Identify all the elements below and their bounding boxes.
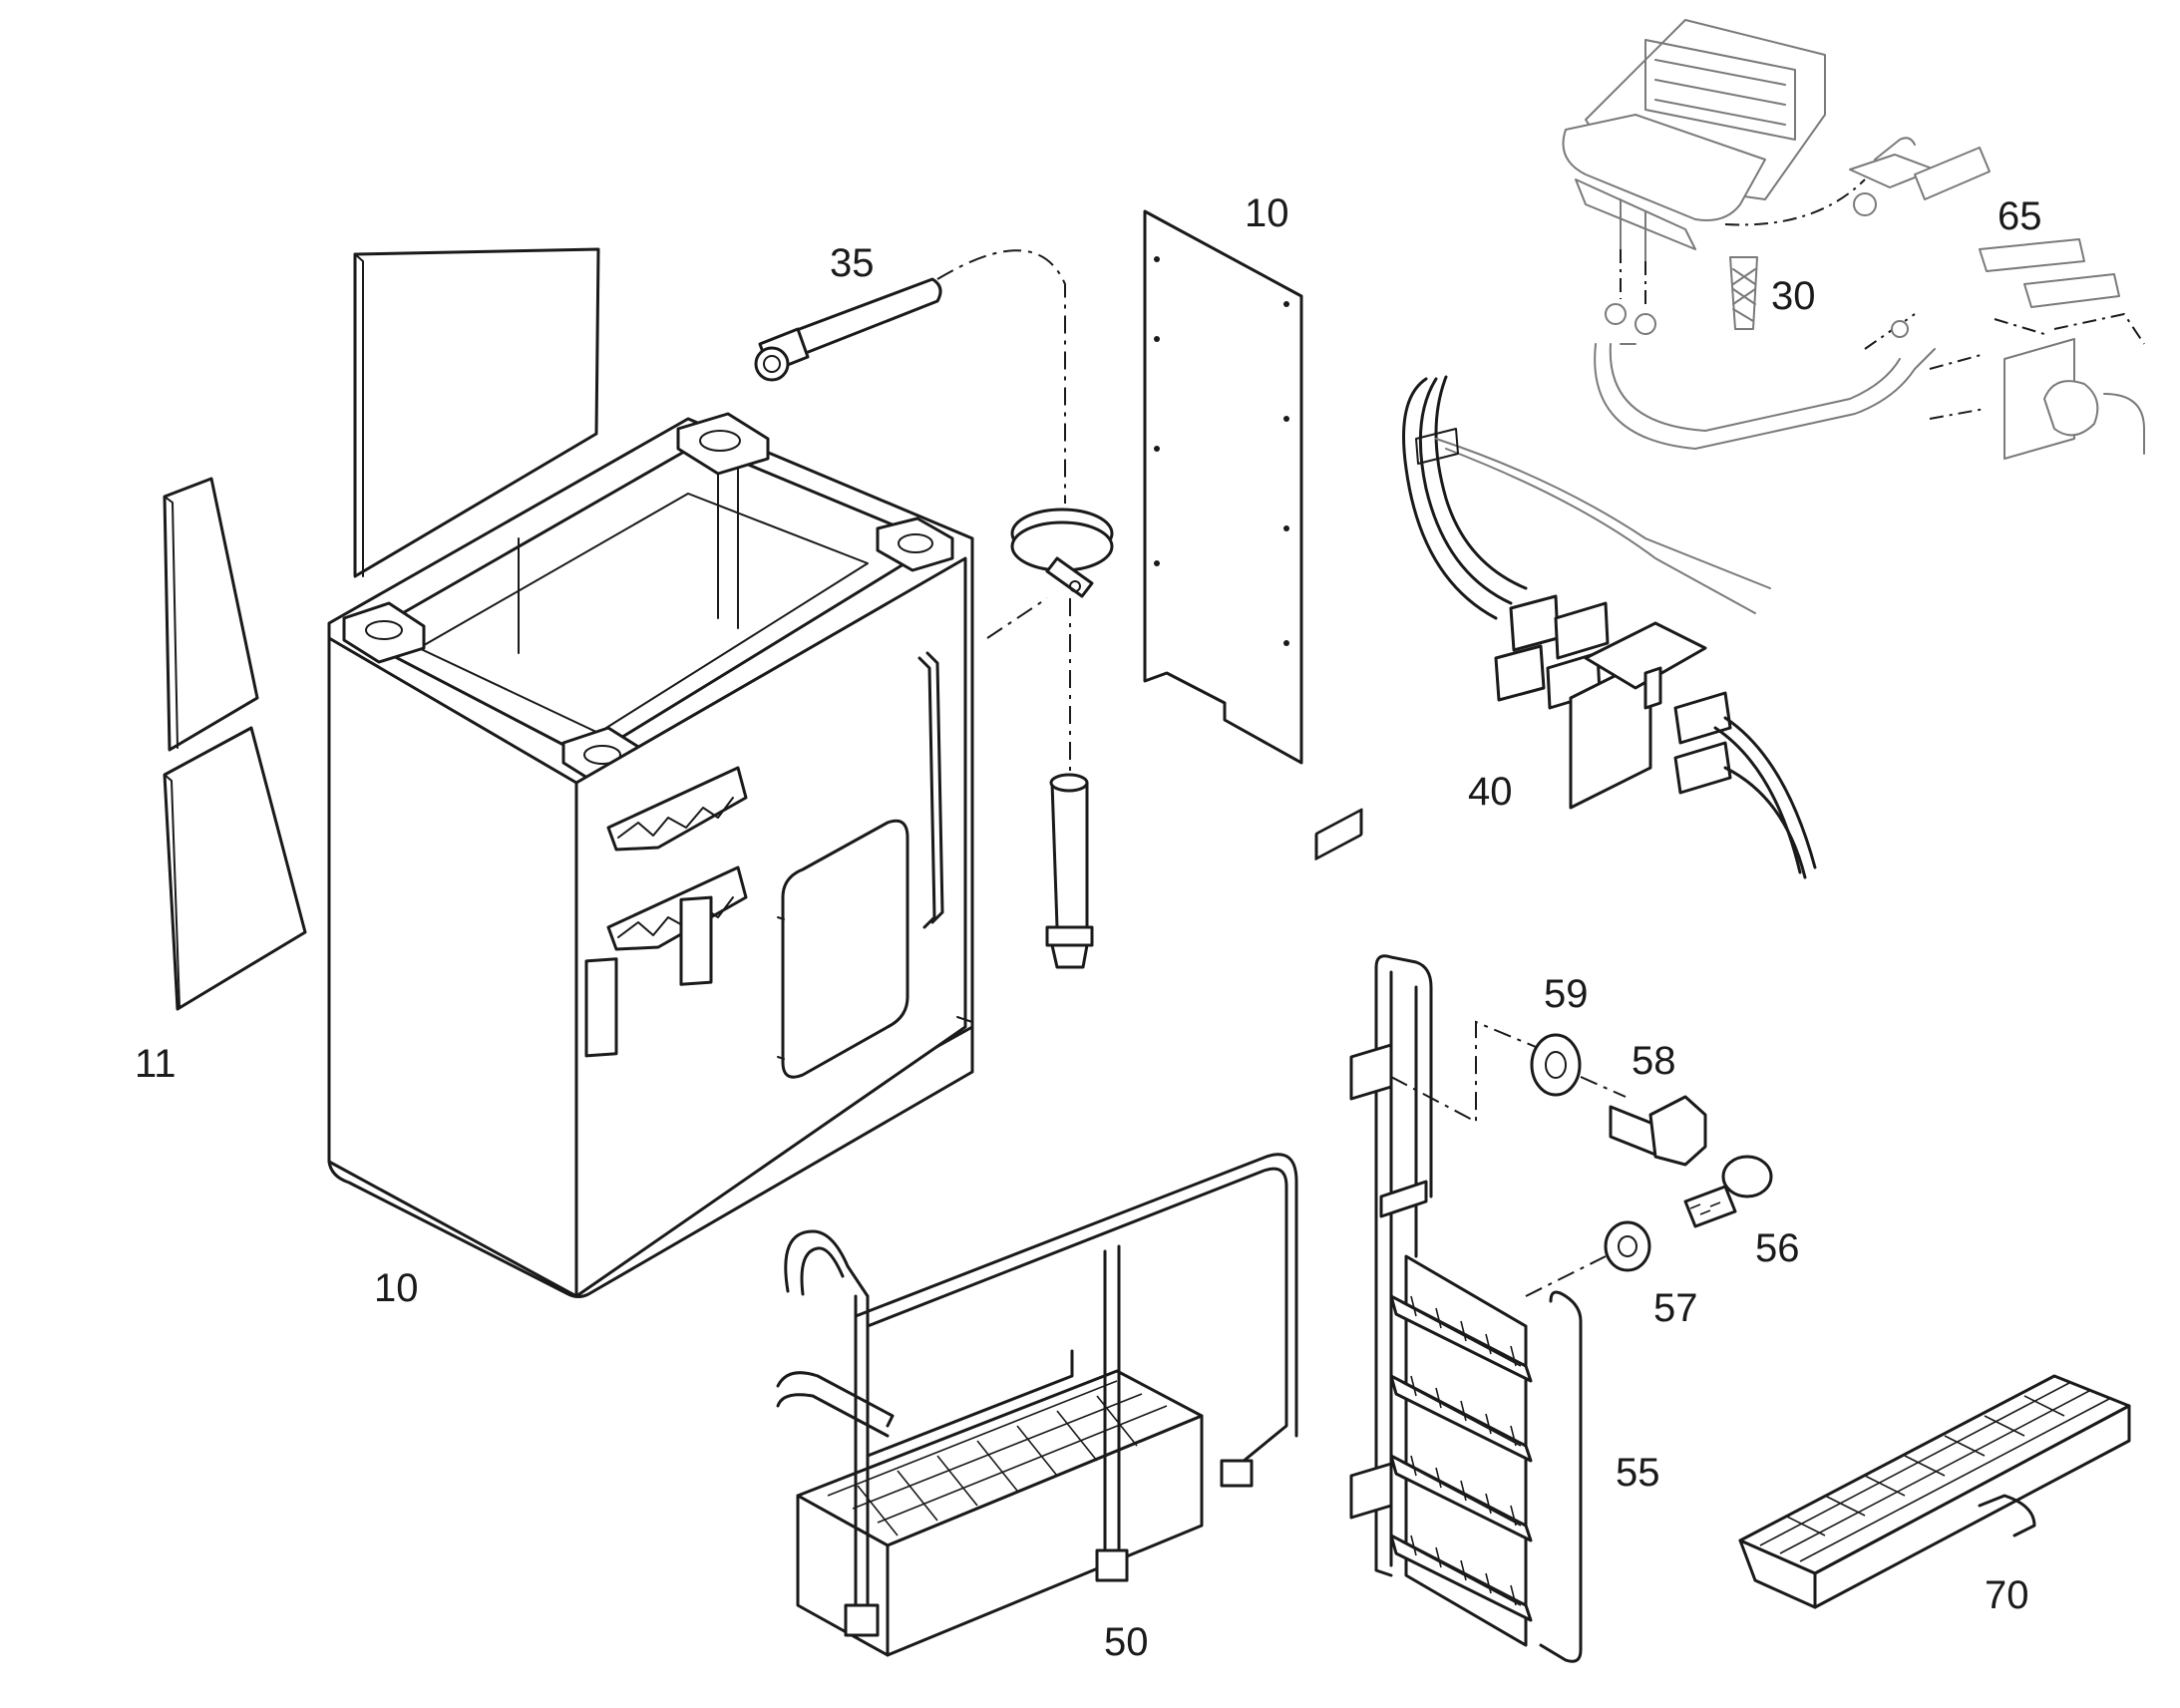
- callout-11: 11: [135, 1042, 177, 1086]
- step-grating-part-70: [1738, 1374, 2131, 1609]
- cover-panel-part-10: [1143, 209, 1303, 765]
- callout-57: 57: [1653, 1286, 1698, 1330]
- hose-part-35: [754, 249, 1114, 969]
- callout-30: 30: [1771, 274, 1816, 318]
- callout-59: 59: [1544, 972, 1589, 1016]
- callout-56: 56: [1755, 1226, 1800, 1270]
- ladder-part-55: [1349, 954, 1583, 1663]
- callout-55: 55: [1616, 1451, 1660, 1495]
- platform-part-50: [776, 1153, 1298, 1657]
- callout-58: 58: [1632, 1039, 1676, 1083]
- callout-10-housing: 10: [374, 1266, 419, 1310]
- fasteners-parts-56-59: [1390, 1020, 1773, 1297]
- heater-unit-parts-30-65: [1562, 19, 2145, 460]
- callout-labels: 11 10 10 35 30 65 40 59 58 56 57 55 50 7…: [135, 191, 2042, 1664]
- callout-65: 65: [1998, 194, 2042, 238]
- callout-70: 70: [1985, 1573, 2029, 1617]
- callout-40: 40: [1468, 770, 1513, 814]
- callout-35: 35: [830, 241, 875, 285]
- tank-housing-part-10: [327, 412, 1363, 1298]
- insulation-panels-part-11: [163, 247, 600, 1011]
- callout-10-panel: 10: [1245, 191, 1289, 235]
- callout-50: 50: [1104, 1620, 1149, 1664]
- cable-harness-part-40: [1402, 375, 1817, 879]
